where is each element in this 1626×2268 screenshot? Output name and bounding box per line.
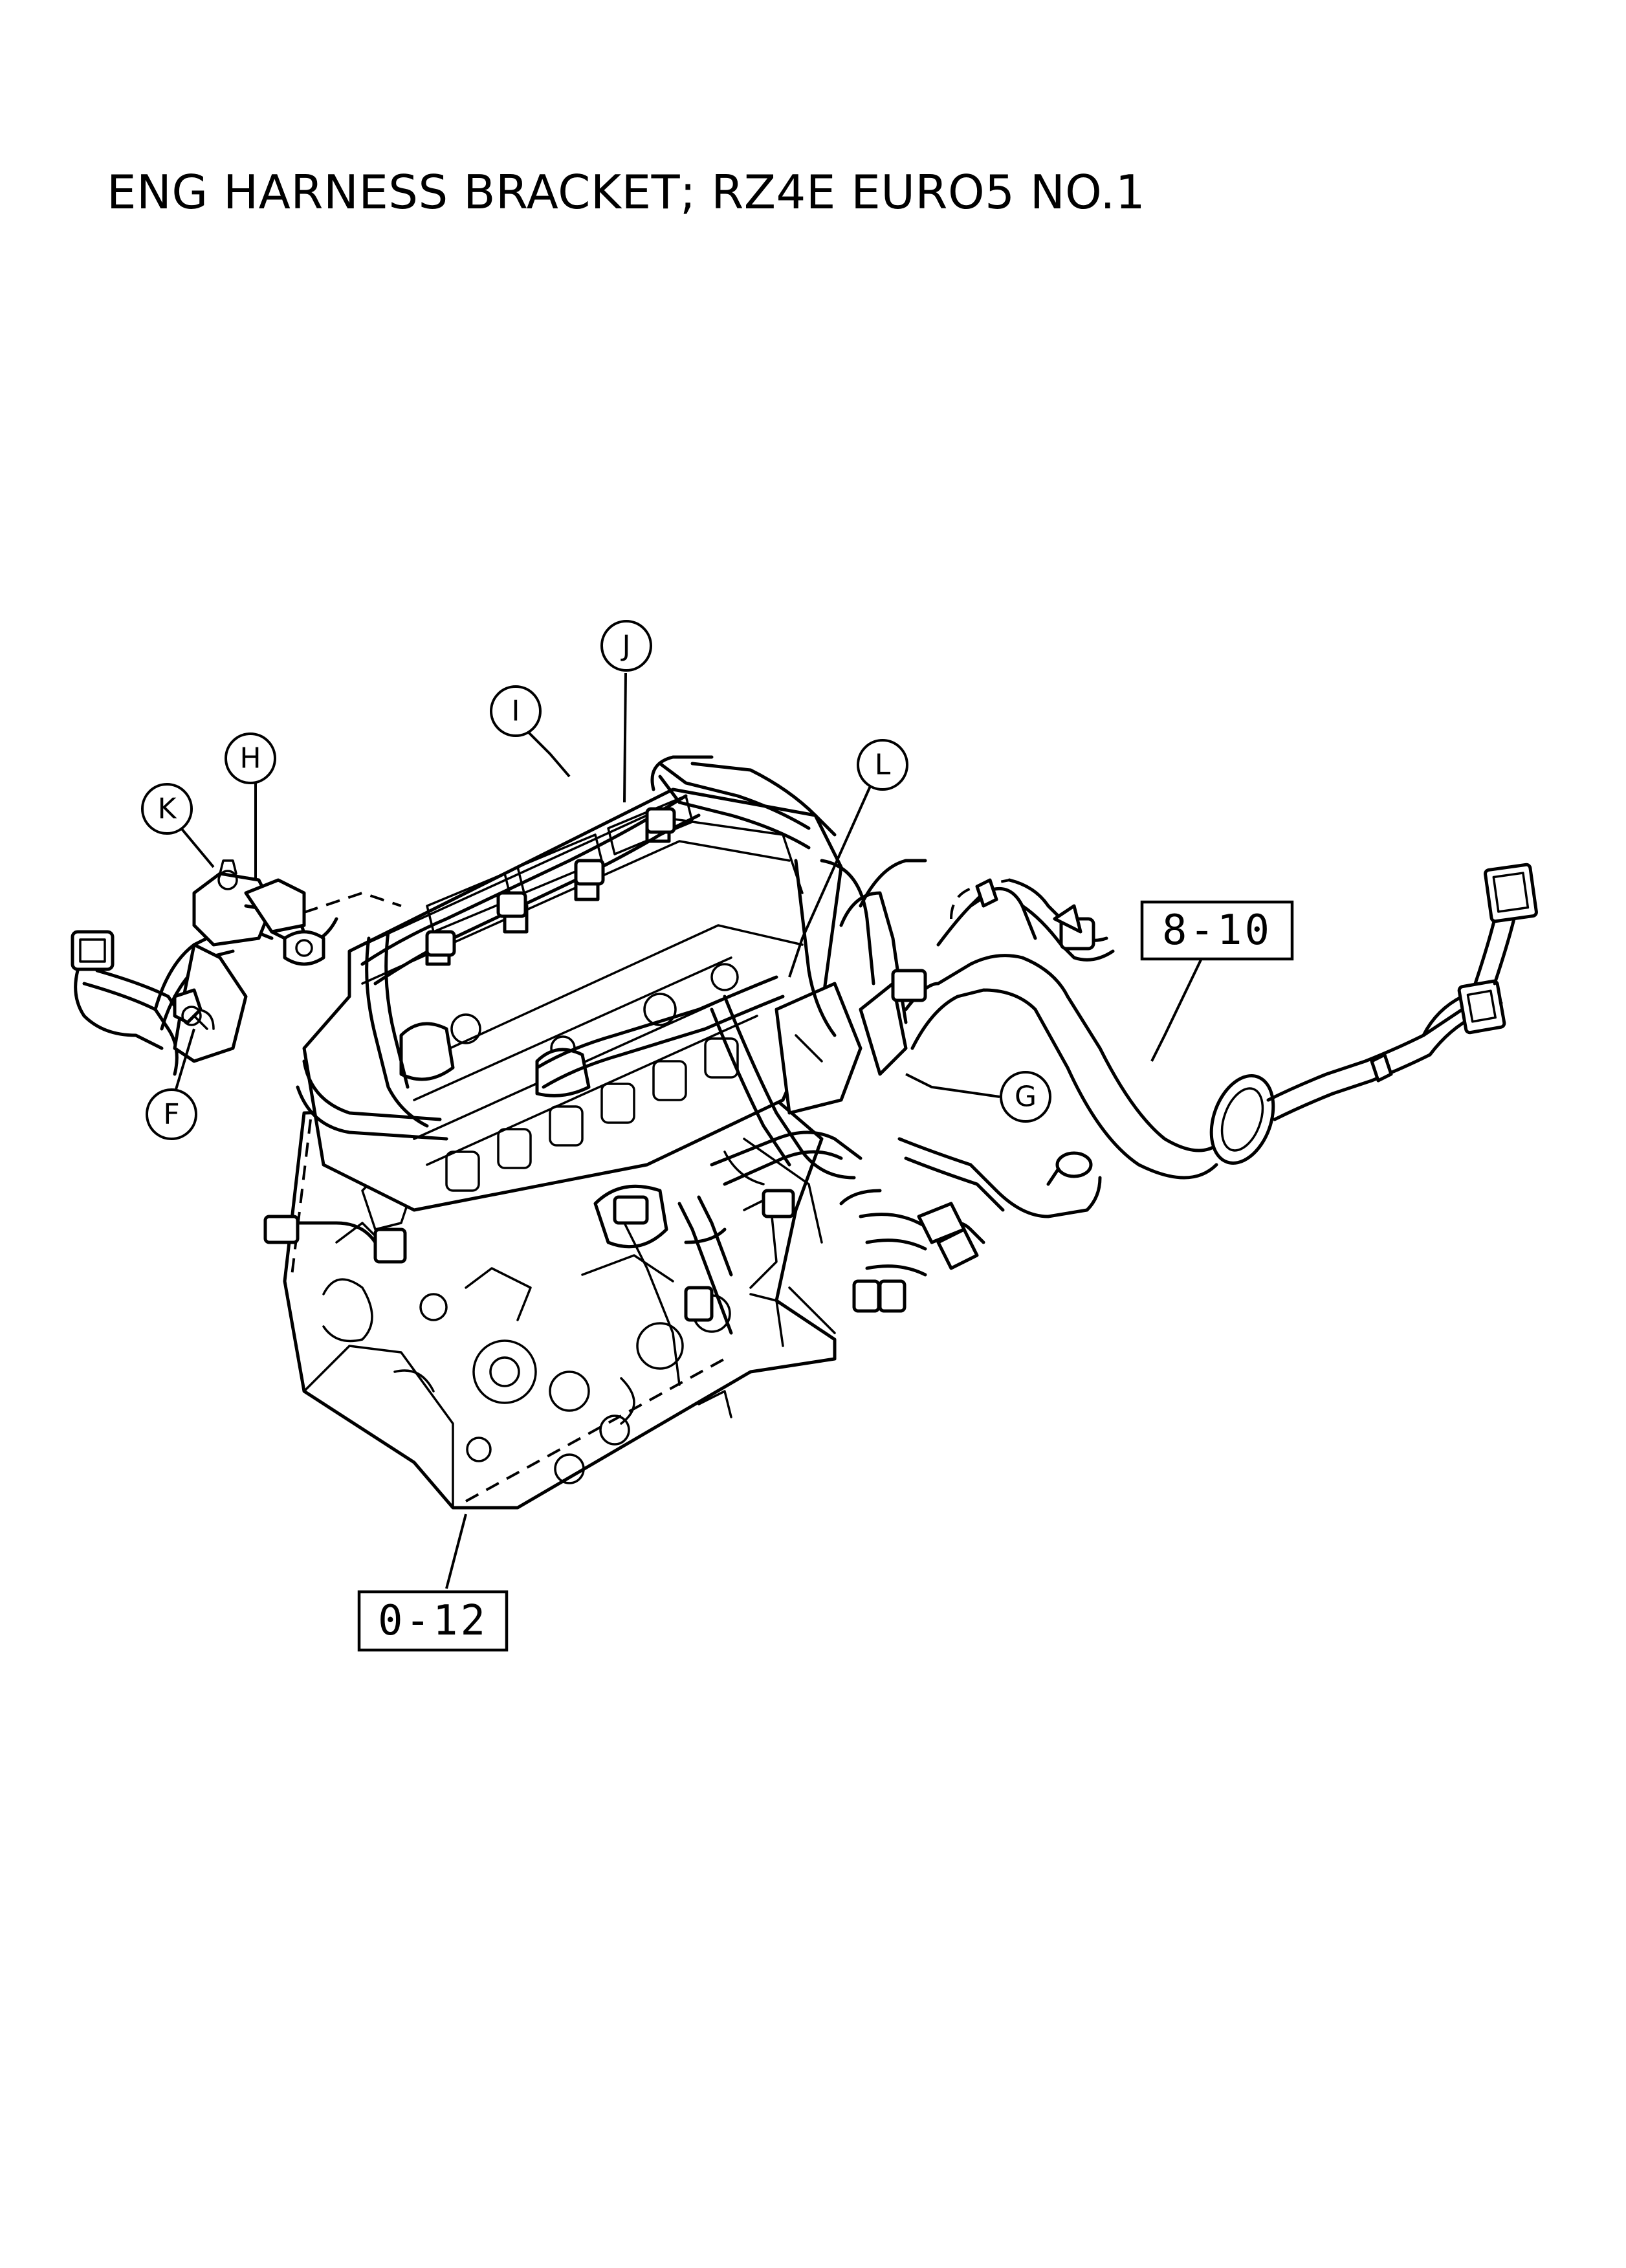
right-harness-branch bbox=[839, 859, 1538, 1313]
svg-text:F: F bbox=[163, 1098, 179, 1131]
svg-text:J: J bbox=[621, 630, 631, 663]
callout-H: H bbox=[225, 732, 276, 784]
callout-F: F bbox=[146, 1088, 197, 1140]
callout-J: J bbox=[600, 620, 652, 672]
leader-lines bbox=[173, 672, 1205, 1589]
reference-box-0-12: 0-12 bbox=[357, 1590, 509, 1652]
page-title: ENG HARNESS BRACKET; RZ4E EURO5 NO.1 bbox=[107, 165, 1146, 219]
svg-text:H: H bbox=[239, 742, 261, 775]
svg-text:G: G bbox=[1015, 1081, 1037, 1114]
svg-text:0-12: 0-12 bbox=[378, 1597, 488, 1645]
svg-text:I: I bbox=[512, 695, 520, 728]
callout-L: L bbox=[857, 739, 908, 791]
engine-harness bbox=[263, 755, 908, 1335]
callout-G: G bbox=[1000, 1071, 1051, 1123]
callout-K: K bbox=[141, 783, 193, 835]
callout-I: I bbox=[490, 685, 542, 737]
svg-text:K: K bbox=[158, 793, 177, 826]
cylinder-head bbox=[302, 787, 908, 1386]
reference-box-8-10: 8-10 bbox=[1140, 900, 1294, 961]
svg-text:L: L bbox=[875, 749, 891, 782]
svg-text:8-10: 8-10 bbox=[1162, 907, 1272, 954]
